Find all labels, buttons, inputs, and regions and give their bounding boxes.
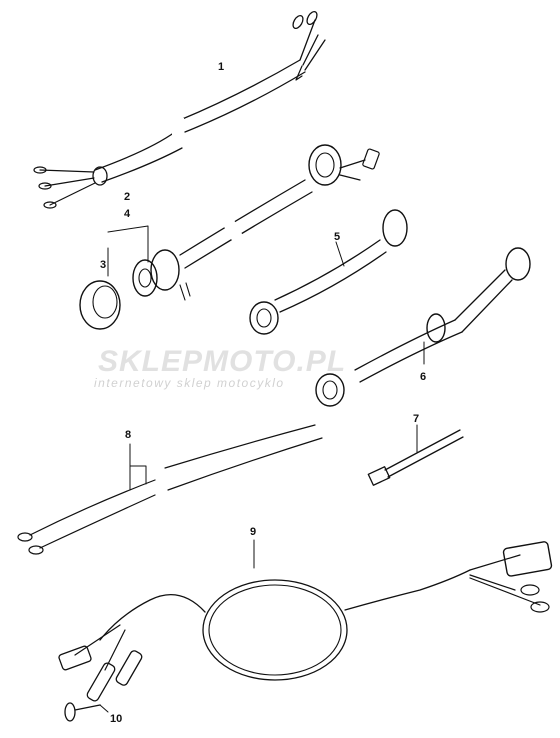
watermark-brand-suffix: .PL (296, 345, 347, 378)
part-6-cable (315, 247, 531, 407)
label-7: 7 (413, 413, 419, 425)
label-1: 1 (218, 61, 224, 73)
label-10: 10 (110, 713, 122, 725)
part-5-cable (249, 209, 408, 335)
part-7-cable-tie (367, 424, 464, 486)
label-4: 4 (124, 208, 131, 220)
label-2: 2 (124, 191, 130, 203)
label-6: 6 (420, 371, 426, 383)
part-9-coiled-harness (58, 539, 553, 702)
watermark-brand-text: SKLEPMOTO (98, 345, 297, 378)
label-8: 8 (125, 429, 131, 441)
label-3: 3 (100, 259, 106, 271)
part-2-3-4-connector-assembly (79, 144, 380, 330)
watermark-tagline: internetowy sklep motocyklo (94, 376, 285, 390)
label-9: 9 (250, 526, 256, 538)
label-5: 5 (334, 231, 340, 243)
watermark-brand: SKLEPMOTO.PL (98, 345, 346, 379)
part-10-terminal (64, 702, 109, 722)
part-1-wire-harness (33, 10, 326, 209)
part-8-wire-leads (17, 424, 323, 555)
